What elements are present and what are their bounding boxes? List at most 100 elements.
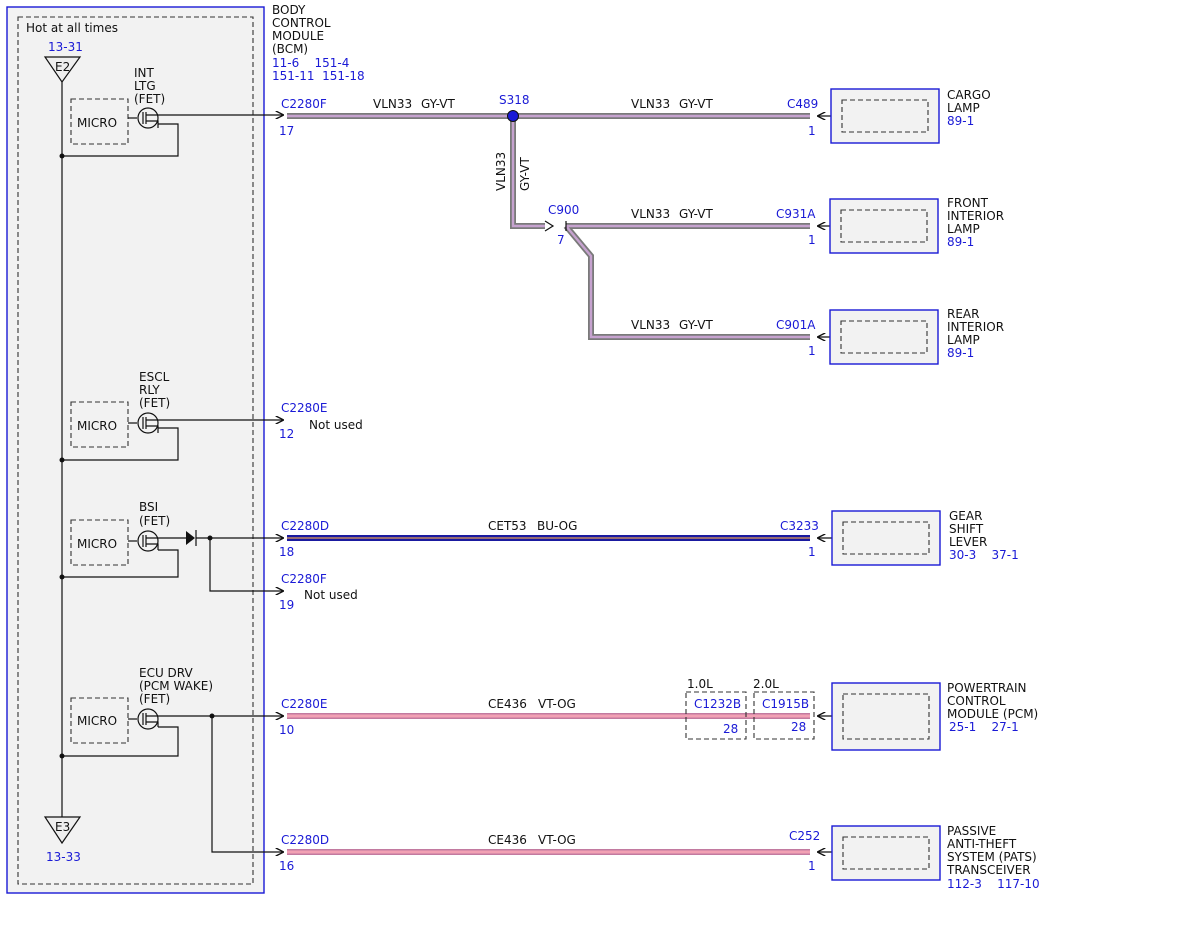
- component-pin: 1: [808, 344, 816, 358]
- component-connector: C489: [787, 97, 818, 111]
- bcm-ref-line: 11-6 151-4: [272, 56, 349, 70]
- inline-connector-c900: [544, 220, 567, 232]
- wire-color: GY-VT: [421, 97, 455, 111]
- pin-number: 19: [279, 598, 294, 612]
- inline-connector-pin: 7: [557, 233, 565, 247]
- bus-junction: [59, 457, 65, 463]
- component-name: FRONT: [947, 196, 989, 210]
- hot-at-all-times-label: Hot at all times: [26, 21, 118, 35]
- bus-junction: [59, 153, 65, 159]
- component-pin: 1: [808, 233, 816, 247]
- micro-box: [70, 519, 129, 566]
- component-pats-transceiver: C252 1 PASSIVE ANTI-THEFT SYSTEM (PATS) …: [789, 824, 1040, 891]
- fet-gate: [142, 713, 159, 727]
- ecu-output-16: [211, 716, 283, 852]
- micro-label: MICRO: [77, 419, 117, 433]
- component-box: [831, 510, 941, 566]
- component-name: CARGO: [947, 88, 991, 102]
- pin-connector: C2280F: [281, 97, 327, 111]
- bcm-title-line: CONTROL: [272, 16, 331, 30]
- engine-option-pin: 28: [791, 720, 806, 734]
- splice-label: S318: [499, 93, 530, 107]
- component-name: POWERTRAIN: [947, 681, 1027, 695]
- micro-box: [70, 401, 129, 448]
- pin-number: 17: [279, 124, 294, 138]
- micro-box: [70, 697, 129, 744]
- component-ref: 89-1: [947, 346, 974, 360]
- component-name: PASSIVE: [947, 824, 996, 838]
- wire-circuit: CE436: [488, 697, 527, 711]
- engine-option-connectors: 1.0L C1232B 28 2.0L C1915B 28: [685, 677, 815, 740]
- bcm-pin-labels: C2280F 17 C2280E 12 Not used C2280D 18 C…: [279, 97, 363, 873]
- micro-box: [70, 98, 129, 145]
- pin-number: 12: [279, 427, 294, 441]
- driver-label-line: RLY: [139, 383, 160, 397]
- engine-option-label: 1.0L: [687, 677, 713, 691]
- micro-label: MICRO: [77, 714, 117, 728]
- driver-int-ltg: INT LTG (FET) MICRO: [59, 66, 284, 159]
- wire-color: GY-VT: [518, 157, 532, 191]
- component-ref: 30-3 37-1: [949, 548, 1019, 562]
- wire-circuit: VLN33: [631, 318, 670, 332]
- engine-option-connector: C1232B: [694, 697, 741, 711]
- fet-gate: [142, 535, 159, 550]
- component-connector: C901A: [776, 318, 816, 332]
- driver-label-line: BSI: [139, 500, 158, 514]
- bsi-output-19: [209, 538, 283, 591]
- diode-icon: [186, 531, 195, 545]
- engine-option-box: [753, 691, 815, 740]
- inline-connector-label: C900: [548, 203, 579, 217]
- pin-connector: C2280D: [281, 519, 329, 533]
- component-name: LEVER: [949, 535, 987, 549]
- wire-circuit: VLN33: [373, 97, 412, 111]
- wire-circuit: VLN33: [494, 152, 508, 191]
- component-name: LAMP: [947, 101, 980, 115]
- fet-ground-return: [62, 123, 179, 157]
- driver-label-line: (FET): [139, 396, 170, 410]
- wire-color: BU-OG: [537, 519, 577, 533]
- component-name: INTERIOR: [947, 209, 1004, 223]
- driver-bsi: BSI (FET) MICRO: [59, 500, 284, 591]
- component-front-interior-lamp: C931A 1 FRONT INTERIOR LAMP 89-1: [776, 196, 1004, 254]
- component-ref: 89-1: [947, 235, 974, 249]
- top-ground-ref: 13-31: [48, 40, 83, 54]
- engine-option-box: [685, 691, 747, 740]
- component-pin: 1: [808, 859, 816, 873]
- fet-symbol: [137, 107, 159, 129]
- component-connector: C3233: [780, 519, 819, 533]
- wire-circuit: VLN33: [631, 97, 670, 111]
- bottom-ground-ref: 13-33: [46, 850, 81, 864]
- bus-junction: [59, 753, 65, 759]
- component-pin: 1: [808, 124, 816, 138]
- wire-vln33-network: [287, 113, 810, 340]
- component-internal: [842, 521, 930, 555]
- component-name: ANTI-THEFT: [947, 837, 1017, 851]
- component-internal: [841, 99, 929, 133]
- component-name: LAMP: [947, 333, 980, 347]
- bottom-ground-id: E3: [55, 820, 70, 834]
- driver-label-line: ECU DRV: [139, 666, 193, 680]
- component-internal: [840, 209, 928, 243]
- component-internal: [842, 836, 930, 870]
- driver-label-line: (FET): [139, 692, 170, 706]
- wire-inner: [287, 114, 810, 339]
- pin-connector: C2280E: [281, 401, 328, 415]
- fet-symbol: [137, 708, 159, 730]
- driver-label-line: (PCM WAKE): [139, 679, 213, 693]
- component-internal: [842, 693, 930, 740]
- top-ground-symbol: [43, 56, 82, 84]
- component-box: [829, 198, 939, 254]
- fet-gate: [142, 112, 159, 128]
- component-connector: C252: [789, 829, 820, 843]
- bcm-internal-boundary: [17, 16, 254, 885]
- wire-circuit: CET53: [488, 519, 527, 533]
- component-internal: [840, 320, 928, 354]
- bus-junction: [59, 574, 65, 580]
- component-name: CONTROL: [947, 694, 1006, 708]
- component-ref: 89-1: [947, 114, 974, 128]
- wire-color: VT-OG: [538, 697, 576, 711]
- bcm-module: Hot at all times 13-31 E2 E3 13-33 INT L…: [6, 3, 365, 894]
- component-name: REAR: [947, 307, 979, 321]
- component-ref: 25-1 27-1: [949, 720, 1019, 734]
